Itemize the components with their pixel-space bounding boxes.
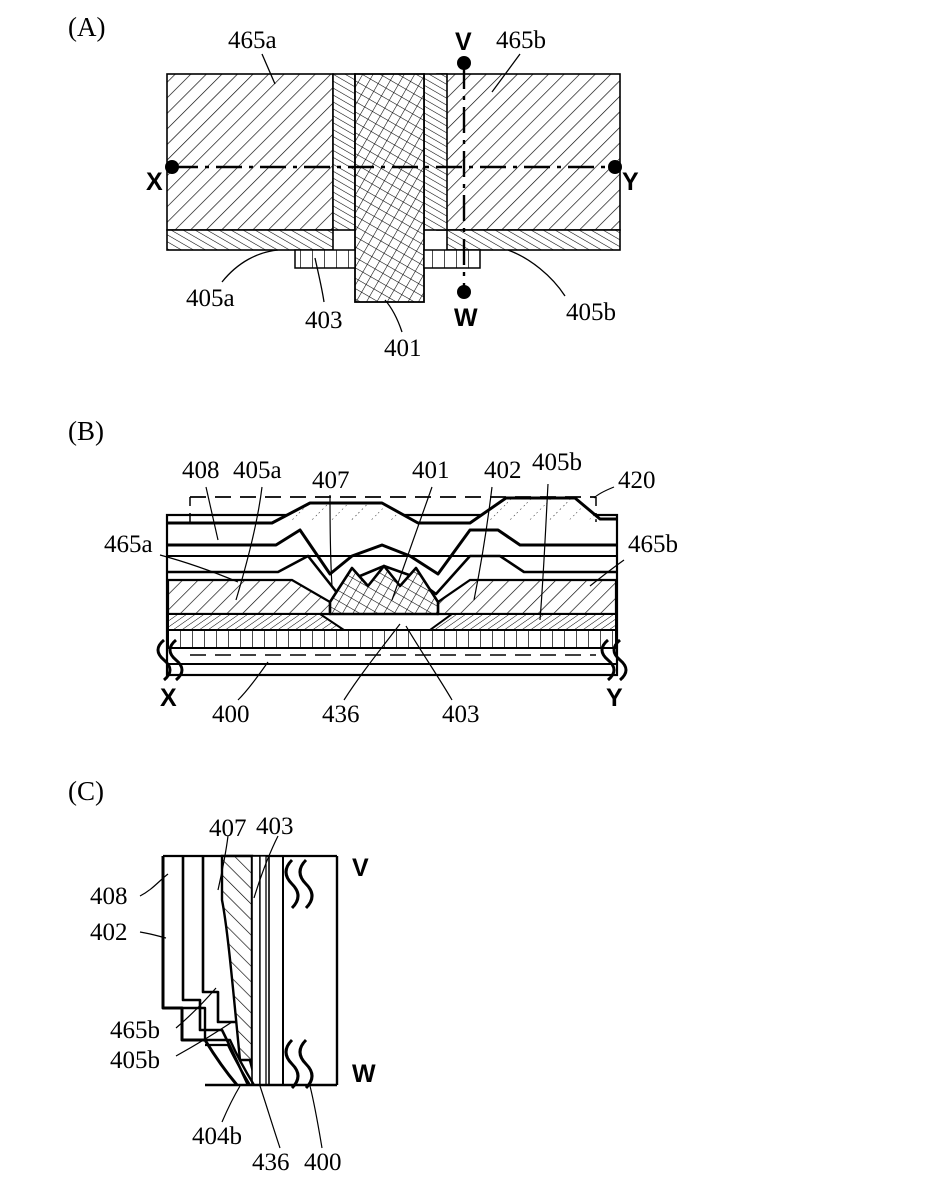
panel-c-layer-408 — [161, 856, 239, 1086]
panel-c-leader-403 — [253, 835, 279, 899]
panel-a-leader-401 — [384, 299, 403, 333]
panel-b-label-465b: 465b — [628, 531, 678, 558]
panel-c-label-407: 407 — [209, 815, 247, 842]
panel-c-label-402: 402 — [90, 919, 128, 946]
panel-a-bar-right — [423, 73, 448, 231]
panel-b-leader-465a — [159, 554, 239, 583]
panel-b-leader-403 — [405, 625, 453, 701]
panel-b-leader-401 — [391, 486, 433, 601]
panel-b-label-436: 436 — [322, 701, 360, 728]
panel-c-label-436: 436 — [252, 1149, 290, 1176]
panel-c-label-405b: 405b — [110, 1047, 160, 1074]
panel-a-tag: (A) — [68, 12, 106, 42]
panel-b-label-402: 402 — [484, 457, 522, 484]
panel-c-leader-404b — [221, 1085, 241, 1123]
panel-b-label-400: 400 — [212, 701, 250, 728]
panel-a-leader-465a — [261, 53, 276, 85]
panel-c-label-400: 400 — [304, 1149, 342, 1176]
panel-b-layer-436 — [167, 629, 617, 649]
panel-a-bar-left — [332, 73, 356, 231]
panel-a-marker-y: Y — [622, 168, 639, 196]
panel-b-layer-405a — [167, 613, 348, 631]
panel-c-label-465b: 465b — [110, 1017, 160, 1044]
panel-c-tag: (C) — [68, 776, 104, 806]
panel-c-layer-405b — [205, 1043, 251, 1086]
panel-b-label-405b: 405b — [532, 449, 582, 476]
panel-a-leader-465b — [491, 53, 521, 93]
panel-b-leader-402 — [473, 486, 493, 601]
panel-a-strip-405a — [166, 229, 334, 251]
panel-b-layer-402 — [168, 528, 616, 576]
panel-b-leader-436 — [343, 623, 401, 701]
panel-b-label-405a: 405a — [233, 457, 282, 484]
panel-a-region-465a — [166, 73, 334, 231]
panel-b-leader-407 — [329, 494, 333, 587]
panel-a-label-401: 401 — [384, 335, 422, 362]
panel-b-layer-405b — [426, 613, 617, 631]
panel-a-leader-405a — [221, 249, 279, 283]
panel-a-gate-left — [294, 249, 356, 269]
panel-a-marker-x: X — [146, 168, 163, 196]
panel-c-label-403: 403 — [256, 813, 294, 840]
panel-c-leader-405b — [175, 1021, 233, 1057]
panel-b-label-401: 401 — [412, 457, 450, 484]
panel-a-marker-w: W — [454, 304, 478, 332]
panel-a-label-465a: 465a — [228, 27, 277, 54]
panel-c-leader-408 — [139, 873, 169, 897]
panel-a-point-x — [165, 160, 179, 174]
panel-c-break-top — [284, 858, 314, 910]
panel-b-label-408: 408 — [182, 457, 220, 484]
panel-b-leader-405a — [235, 486, 263, 601]
panel-a-leader-405b — [507, 249, 566, 297]
panel-c-leader-465b — [175, 987, 217, 1029]
panel-b-tag: (B) — [68, 416, 104, 446]
panel-b-leader-465b — [589, 559, 625, 587]
panel-a-region-401 — [354, 73, 425, 303]
panel-a-label-403: 403 — [305, 307, 343, 334]
panel-a-point-w — [457, 285, 471, 299]
panel-a-drawing — [165, 53, 622, 333]
panel-b-leader-420 — [593, 486, 615, 499]
panel-c-label-404b: 404b — [192, 1123, 242, 1150]
panel-b-break-left — [156, 638, 184, 682]
panel-c-leader-400 — [309, 1085, 323, 1149]
panel-a-point-v — [457, 56, 471, 70]
panel-a-label-465b: 465b — [496, 27, 546, 54]
panel-a-leader-403 — [314, 257, 325, 303]
panel-b-label-465a: 465a — [104, 531, 153, 558]
panel-c-layer-436b — [259, 855, 267, 1086]
panel-c-leader-402 — [139, 931, 167, 939]
panel-c-marker-w: W — [352, 1060, 376, 1088]
panel-c-leader-436 — [259, 1085, 281, 1149]
panel-a-strip-405b — [446, 229, 621, 251]
panel-c-drawing — [139, 835, 339, 1149]
panel-a-label-405b: 405b — [566, 299, 616, 326]
panel-b-layer-408 — [168, 496, 616, 525]
panel-b-label-407: 407 — [312, 467, 350, 494]
panel-b-marker-y: Y — [606, 684, 623, 712]
panel-b-marker-x: X — [160, 684, 177, 712]
panel-b-leader-400 — [237, 661, 269, 701]
panel-b-label-420: 420 — [618, 467, 656, 494]
panel-a-label-405a: 405a — [186, 285, 235, 312]
panel-c-label-408: 408 — [90, 883, 128, 910]
panel-b-label-403: 403 — [442, 701, 480, 728]
panel-c-leader-407 — [217, 835, 229, 891]
panel-a-region-465b — [436, 73, 621, 231]
panel-b-layer-407 — [168, 554, 616, 596]
panel-b-drawing — [156, 483, 628, 701]
panel-b-region-401 — [328, 564, 440, 616]
panel-c-marker-v: V — [352, 854, 369, 882]
panel-b-leader-408 — [205, 486, 219, 541]
panel-b-break-right — [600, 638, 628, 682]
panel-c-break-bottom — [284, 1038, 314, 1090]
panel-a-gate-right — [423, 249, 481, 269]
panel-a-marker-v: V — [455, 28, 472, 56]
panel-b-region-465b — [436, 578, 618, 616]
panel-b-leader-405b — [539, 483, 549, 621]
panel-a-point-y — [608, 160, 622, 174]
panel-c-region-465b — [182, 1006, 256, 1086]
